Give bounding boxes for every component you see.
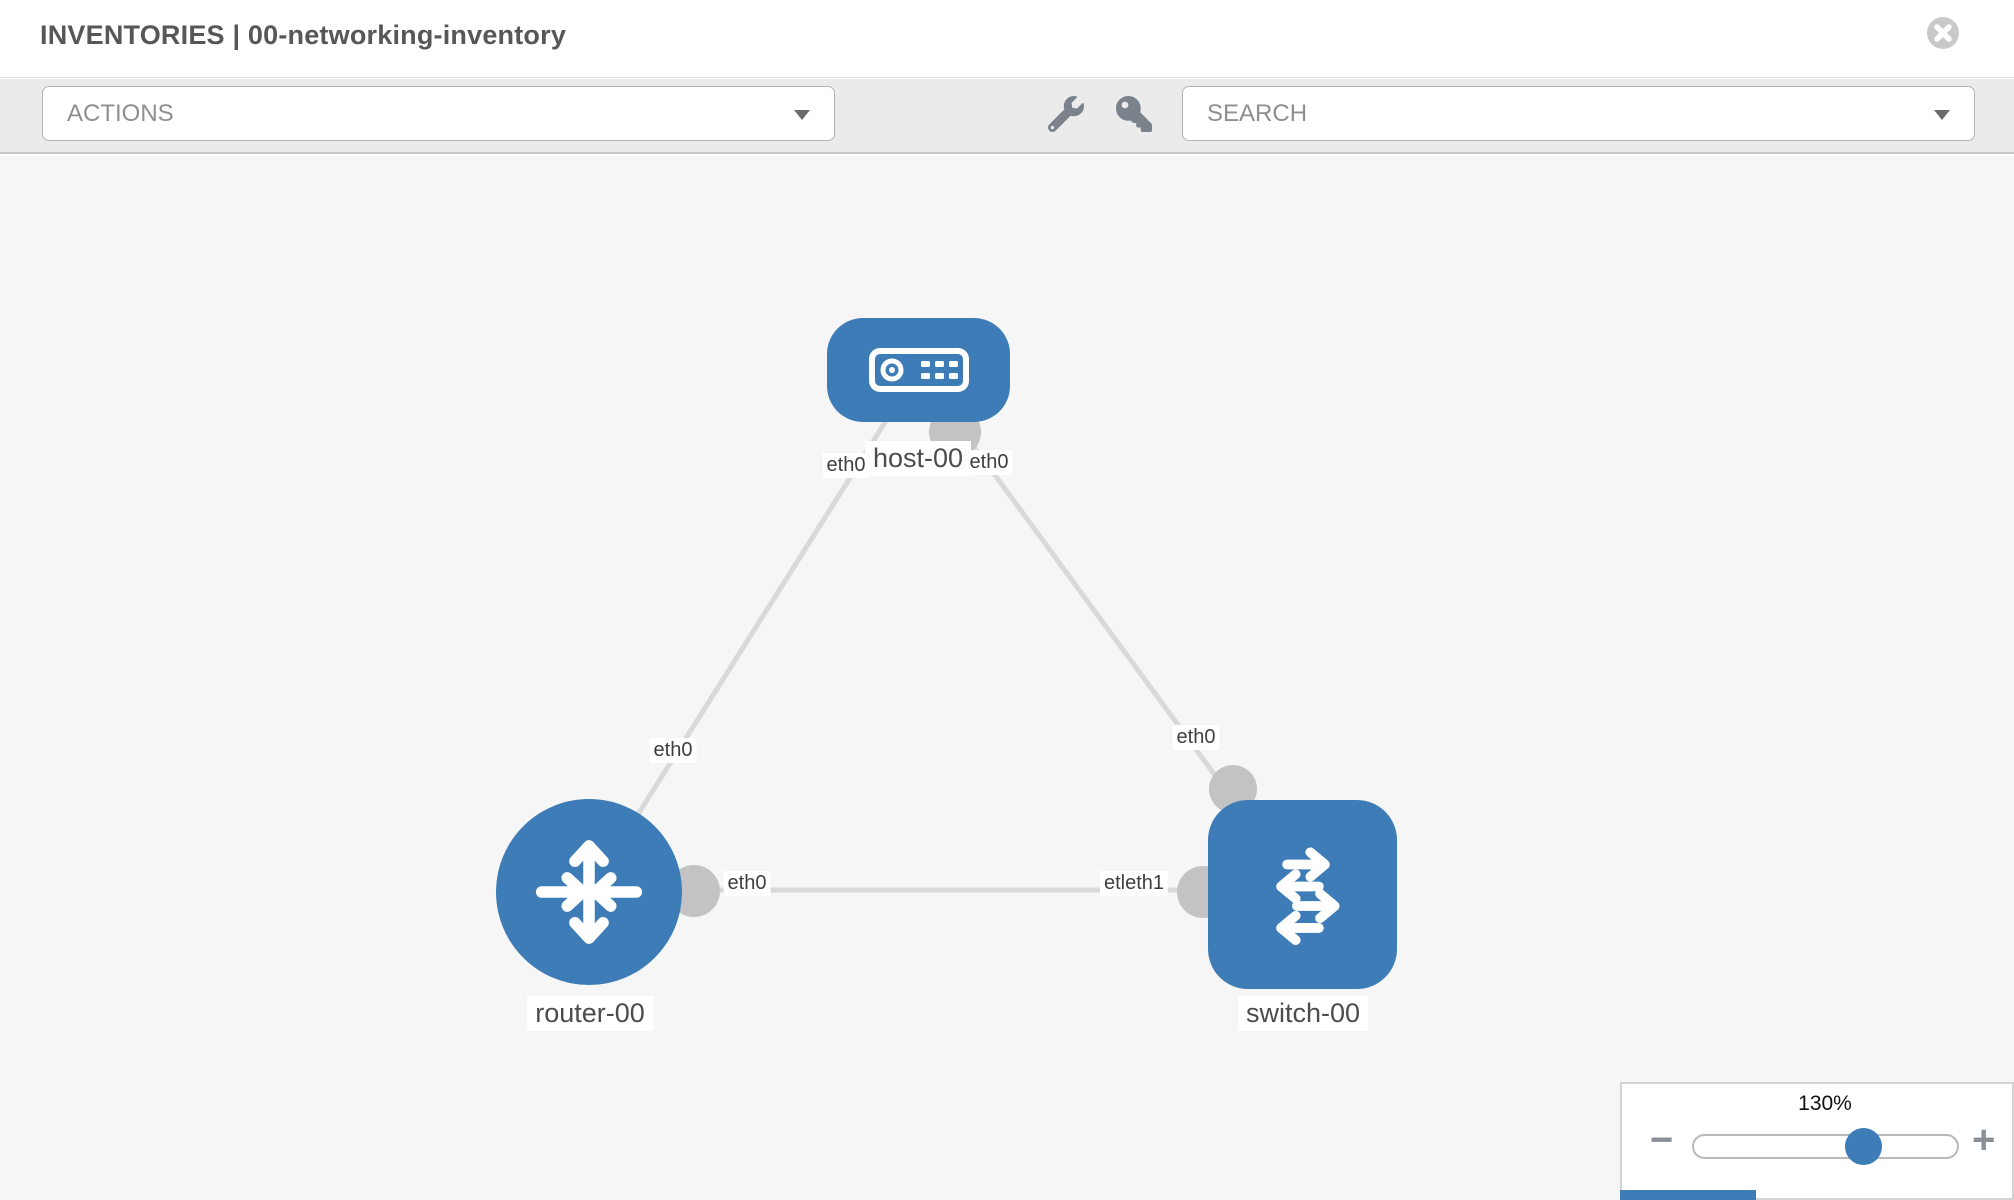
bottom-edge-blue-bar [1620,1190,1756,1200]
node-label-host: host-00 [864,441,972,476]
panel-header: INVENTORIES | 00-networking-inventory [0,0,2014,78]
if-label-host-right: eth0 [965,450,1013,475]
chevron-down-icon [1934,110,1950,120]
zoom-control-panel: 130% − + [1620,1082,2014,1200]
zoom-slider-handle[interactable] [1845,1128,1882,1165]
zoom-in-button[interactable]: + [1972,1118,1996,1162]
node-switch-00[interactable] [1208,800,1397,989]
chevron-down-icon [794,110,810,120]
search-dropdown[interactable]: SEARCH [1182,86,1975,141]
if-label-switch-top: eth0 [1172,725,1220,750]
actions-dropdown[interactable]: ACTIONS [42,86,835,141]
switch-icon [1275,846,1340,945]
if-label-host-left: eth0 [822,453,870,478]
zoom-level-value: 130% [1798,1092,1852,1115]
search-dropdown-label: SEARCH [1207,99,1308,127]
toolbar: ACTIONS SEARCH [0,79,2014,154]
page-title: INVENTORIES | 00-networking-inventory [40,20,567,50]
node-router-00[interactable] [496,799,682,985]
key-button[interactable] [1116,96,1152,132]
host-icon [868,348,969,392]
if-label-switch-left: etleth1 [1099,871,1169,896]
topology-canvas[interactable] [0,156,2014,1200]
tools-button[interactable] [1047,96,1084,133]
wrench-icon [1047,96,1084,133]
router-icon [535,840,643,944]
key-icon [1116,96,1152,132]
node-host-00[interactable] [827,318,1010,422]
if-label-router-top: eth0 [649,738,697,763]
if-label-router-right: eth0 [723,871,771,896]
close-button[interactable] [1926,16,1960,50]
node-label-switch: switch-00 [1237,996,1369,1031]
node-label-router: router-00 [527,996,653,1031]
close-icon [1927,17,1959,49]
zoom-slider-track[interactable] [1692,1134,1959,1159]
actions-dropdown-label: ACTIONS [67,99,174,127]
zoom-out-button[interactable]: − [1650,1118,1674,1162]
